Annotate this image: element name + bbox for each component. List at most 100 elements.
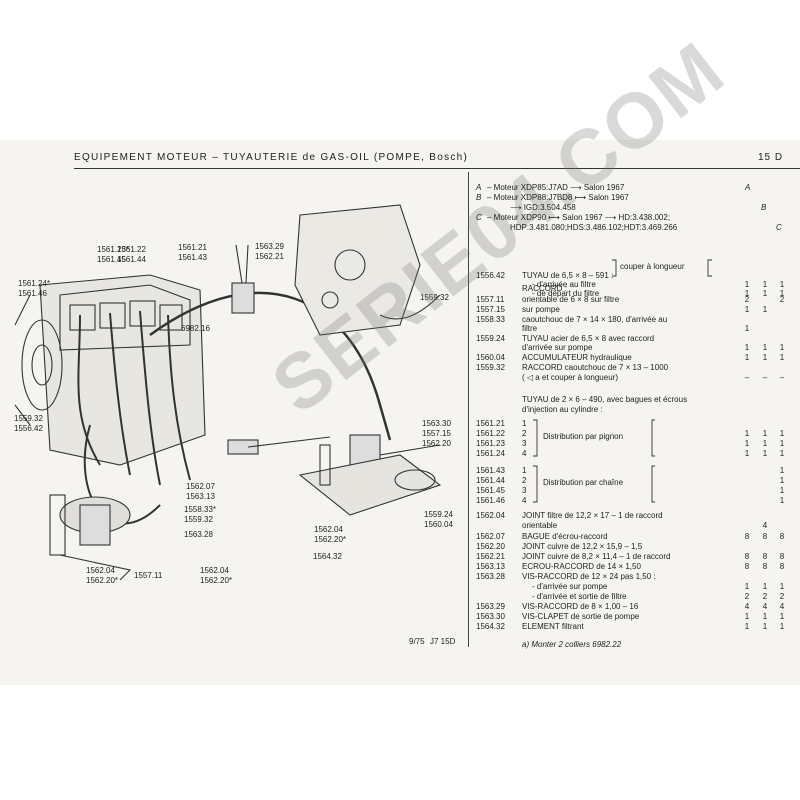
quantity-cell: 1 bbox=[744, 429, 750, 438]
quantity-cell: 1 bbox=[762, 612, 768, 621]
quantity-cell: 8 bbox=[744, 562, 750, 571]
quantity-cell: 2 bbox=[744, 295, 750, 304]
diagram-callout: 1562.20 bbox=[422, 439, 451, 448]
diagram-callout: 1561.46 bbox=[18, 289, 47, 298]
part-description: 1 bbox=[522, 419, 527, 428]
part-description: 2 bbox=[522, 429, 527, 438]
diagram-callout: 1561.45 bbox=[97, 255, 126, 264]
part-number: 1561.23 bbox=[476, 439, 505, 448]
model-description: – Moteur XDP90 ⟼ Salon 1967 ⟶ HD:3.438.0… bbox=[487, 213, 671, 222]
quantity-cell: 4 bbox=[744, 602, 750, 611]
part-number: 1561.45 bbox=[476, 486, 505, 495]
part-description: ACCUMULATEUR hydraulique bbox=[522, 353, 632, 362]
quantity-cell: 2 bbox=[762, 592, 768, 601]
quantity-cell: 8 bbox=[779, 532, 785, 541]
part-description: 3 bbox=[522, 486, 527, 495]
quantity-cell: 1 bbox=[744, 449, 750, 458]
part-description: JOINT filtre de 12,2 × 17 – 1 de raccord bbox=[522, 511, 663, 520]
quantity-cell: 1 bbox=[779, 582, 785, 591]
part-description: sur pompe bbox=[522, 305, 560, 314]
quantity-cell: 1 bbox=[779, 289, 785, 298]
quantity-cell: 1 bbox=[779, 439, 785, 448]
quantity-cell: 2 bbox=[779, 592, 785, 601]
header-rule bbox=[74, 168, 800, 169]
model-letter: A bbox=[476, 183, 482, 192]
part-description: ECROU-RACCORD de 14 × 1,50 bbox=[522, 562, 641, 571]
quantity-cell: 8 bbox=[762, 552, 768, 561]
diagram-callout: 1562.20* bbox=[200, 576, 233, 585]
quantity-cell: 1 bbox=[762, 449, 768, 458]
quantity-cell: 1 bbox=[762, 582, 768, 591]
diagram-callout: 1562.07 bbox=[186, 482, 215, 491]
part-description: 1 bbox=[522, 466, 527, 475]
quantity-cell: 8 bbox=[779, 552, 785, 561]
quantity-cell: 8 bbox=[744, 532, 750, 541]
quantity-cell: 1 bbox=[779, 612, 785, 621]
diagram-callout: 6982.16 bbox=[181, 324, 210, 333]
part-number: 1562.07 bbox=[476, 532, 505, 541]
quantity-cell: 1 bbox=[779, 622, 785, 631]
part-number: 1561.44 bbox=[476, 476, 505, 485]
quantity-cell: 1 bbox=[762, 305, 768, 314]
quantity-cell: 1 bbox=[762, 622, 768, 631]
part-description: 2 bbox=[522, 476, 527, 485]
quantity-cell: 1 bbox=[762, 343, 768, 352]
diagram-callout: 1557.11 bbox=[134, 571, 163, 580]
part-number: 1562.04 bbox=[476, 511, 505, 520]
quantity-cell: 1 bbox=[779, 343, 785, 352]
quantity-cell: 1 bbox=[779, 486, 785, 495]
part-description: 4 bbox=[522, 449, 527, 458]
part-description: TUYAU acier de 6,5 × 8 avec raccord bbox=[522, 334, 655, 343]
quantity-cell: 2 bbox=[744, 592, 750, 601]
part-number: 1563.28 bbox=[476, 572, 505, 581]
quantity-cell: 1 bbox=[744, 305, 750, 314]
quantity-cell: 1 bbox=[744, 343, 750, 352]
quantity-cell: – bbox=[762, 373, 768, 382]
part-description: TUYAU de 6,5 × 8 – 591 : bbox=[522, 271, 614, 280]
part-number: 1564.32 bbox=[476, 622, 505, 631]
diagram-callout: 1560.04 bbox=[424, 520, 453, 529]
part-description: - d'arrivée au filtre bbox=[532, 280, 596, 289]
quantity-cell: 1 bbox=[744, 280, 750, 289]
quantity-cell: 1 bbox=[744, 582, 750, 591]
part-description: BAGUE d'écrou-raccord bbox=[522, 532, 608, 541]
part-description: caoutchouc de 7 × 14 × 180, d'arrivée au bbox=[522, 315, 668, 324]
diagram-callout: 1562.04 bbox=[200, 566, 229, 575]
diagram-callout: 1563.29 bbox=[255, 242, 284, 251]
quantity-cell: 8 bbox=[762, 532, 768, 541]
part-number: 1561.43 bbox=[476, 466, 505, 475]
quantity-cell: 1 bbox=[762, 353, 768, 362]
quantity-cell: 1 bbox=[779, 353, 785, 362]
part-description: VIS-CLAPET de sortie de pompe bbox=[522, 612, 640, 621]
bracket-couper: couper à longueur bbox=[620, 262, 685, 271]
diagram-callout: 9/75 bbox=[409, 637, 425, 646]
diagram-callout: 1562.04 bbox=[86, 566, 115, 575]
diagram-callout: 1559.24 bbox=[424, 510, 453, 519]
part-number: 1560.04 bbox=[476, 353, 505, 362]
model-letter: C bbox=[476, 213, 482, 222]
page-number: 15 D bbox=[758, 152, 784, 163]
quantity-cell: 1 bbox=[744, 439, 750, 448]
part-description: orientable de 6 × 8 sur filtre bbox=[522, 295, 620, 304]
diagram-callout: 1562.20* bbox=[86, 576, 119, 585]
diagram-callout: 1561.43 bbox=[178, 253, 207, 262]
part-description: VIS-RACCORD de 8 × 1,00 – 16 bbox=[522, 602, 639, 611]
part-number: 1562.20 bbox=[476, 542, 505, 551]
part-description: orientable bbox=[522, 521, 558, 530]
model-description: – Moteur XDP85:J7AD ⟶ Salon 1967 bbox=[487, 183, 625, 192]
diagram-callout: 1562.20* bbox=[314, 535, 347, 544]
diagram-callout: 1562.04 bbox=[314, 525, 343, 534]
part-number: 1557.11 bbox=[476, 295, 505, 304]
quantity-cell: 4 bbox=[762, 602, 768, 611]
part-number: 1563.13 bbox=[476, 562, 505, 571]
footnote: a) Monter 2 colliers 6982.22 bbox=[522, 640, 622, 649]
quantity-cell: 1 bbox=[779, 466, 785, 475]
part-number: 1561.21 bbox=[476, 419, 505, 428]
diagram-callout: 1561.22 bbox=[117, 245, 146, 254]
quantity-cell: 1 bbox=[744, 289, 750, 298]
diagram-callout: 1563.13 bbox=[186, 492, 215, 501]
part-number: 1558.33 bbox=[476, 315, 505, 324]
quantity-cell: 4 bbox=[779, 602, 785, 611]
part-description: - d'arrivée sur pompe bbox=[532, 582, 608, 591]
